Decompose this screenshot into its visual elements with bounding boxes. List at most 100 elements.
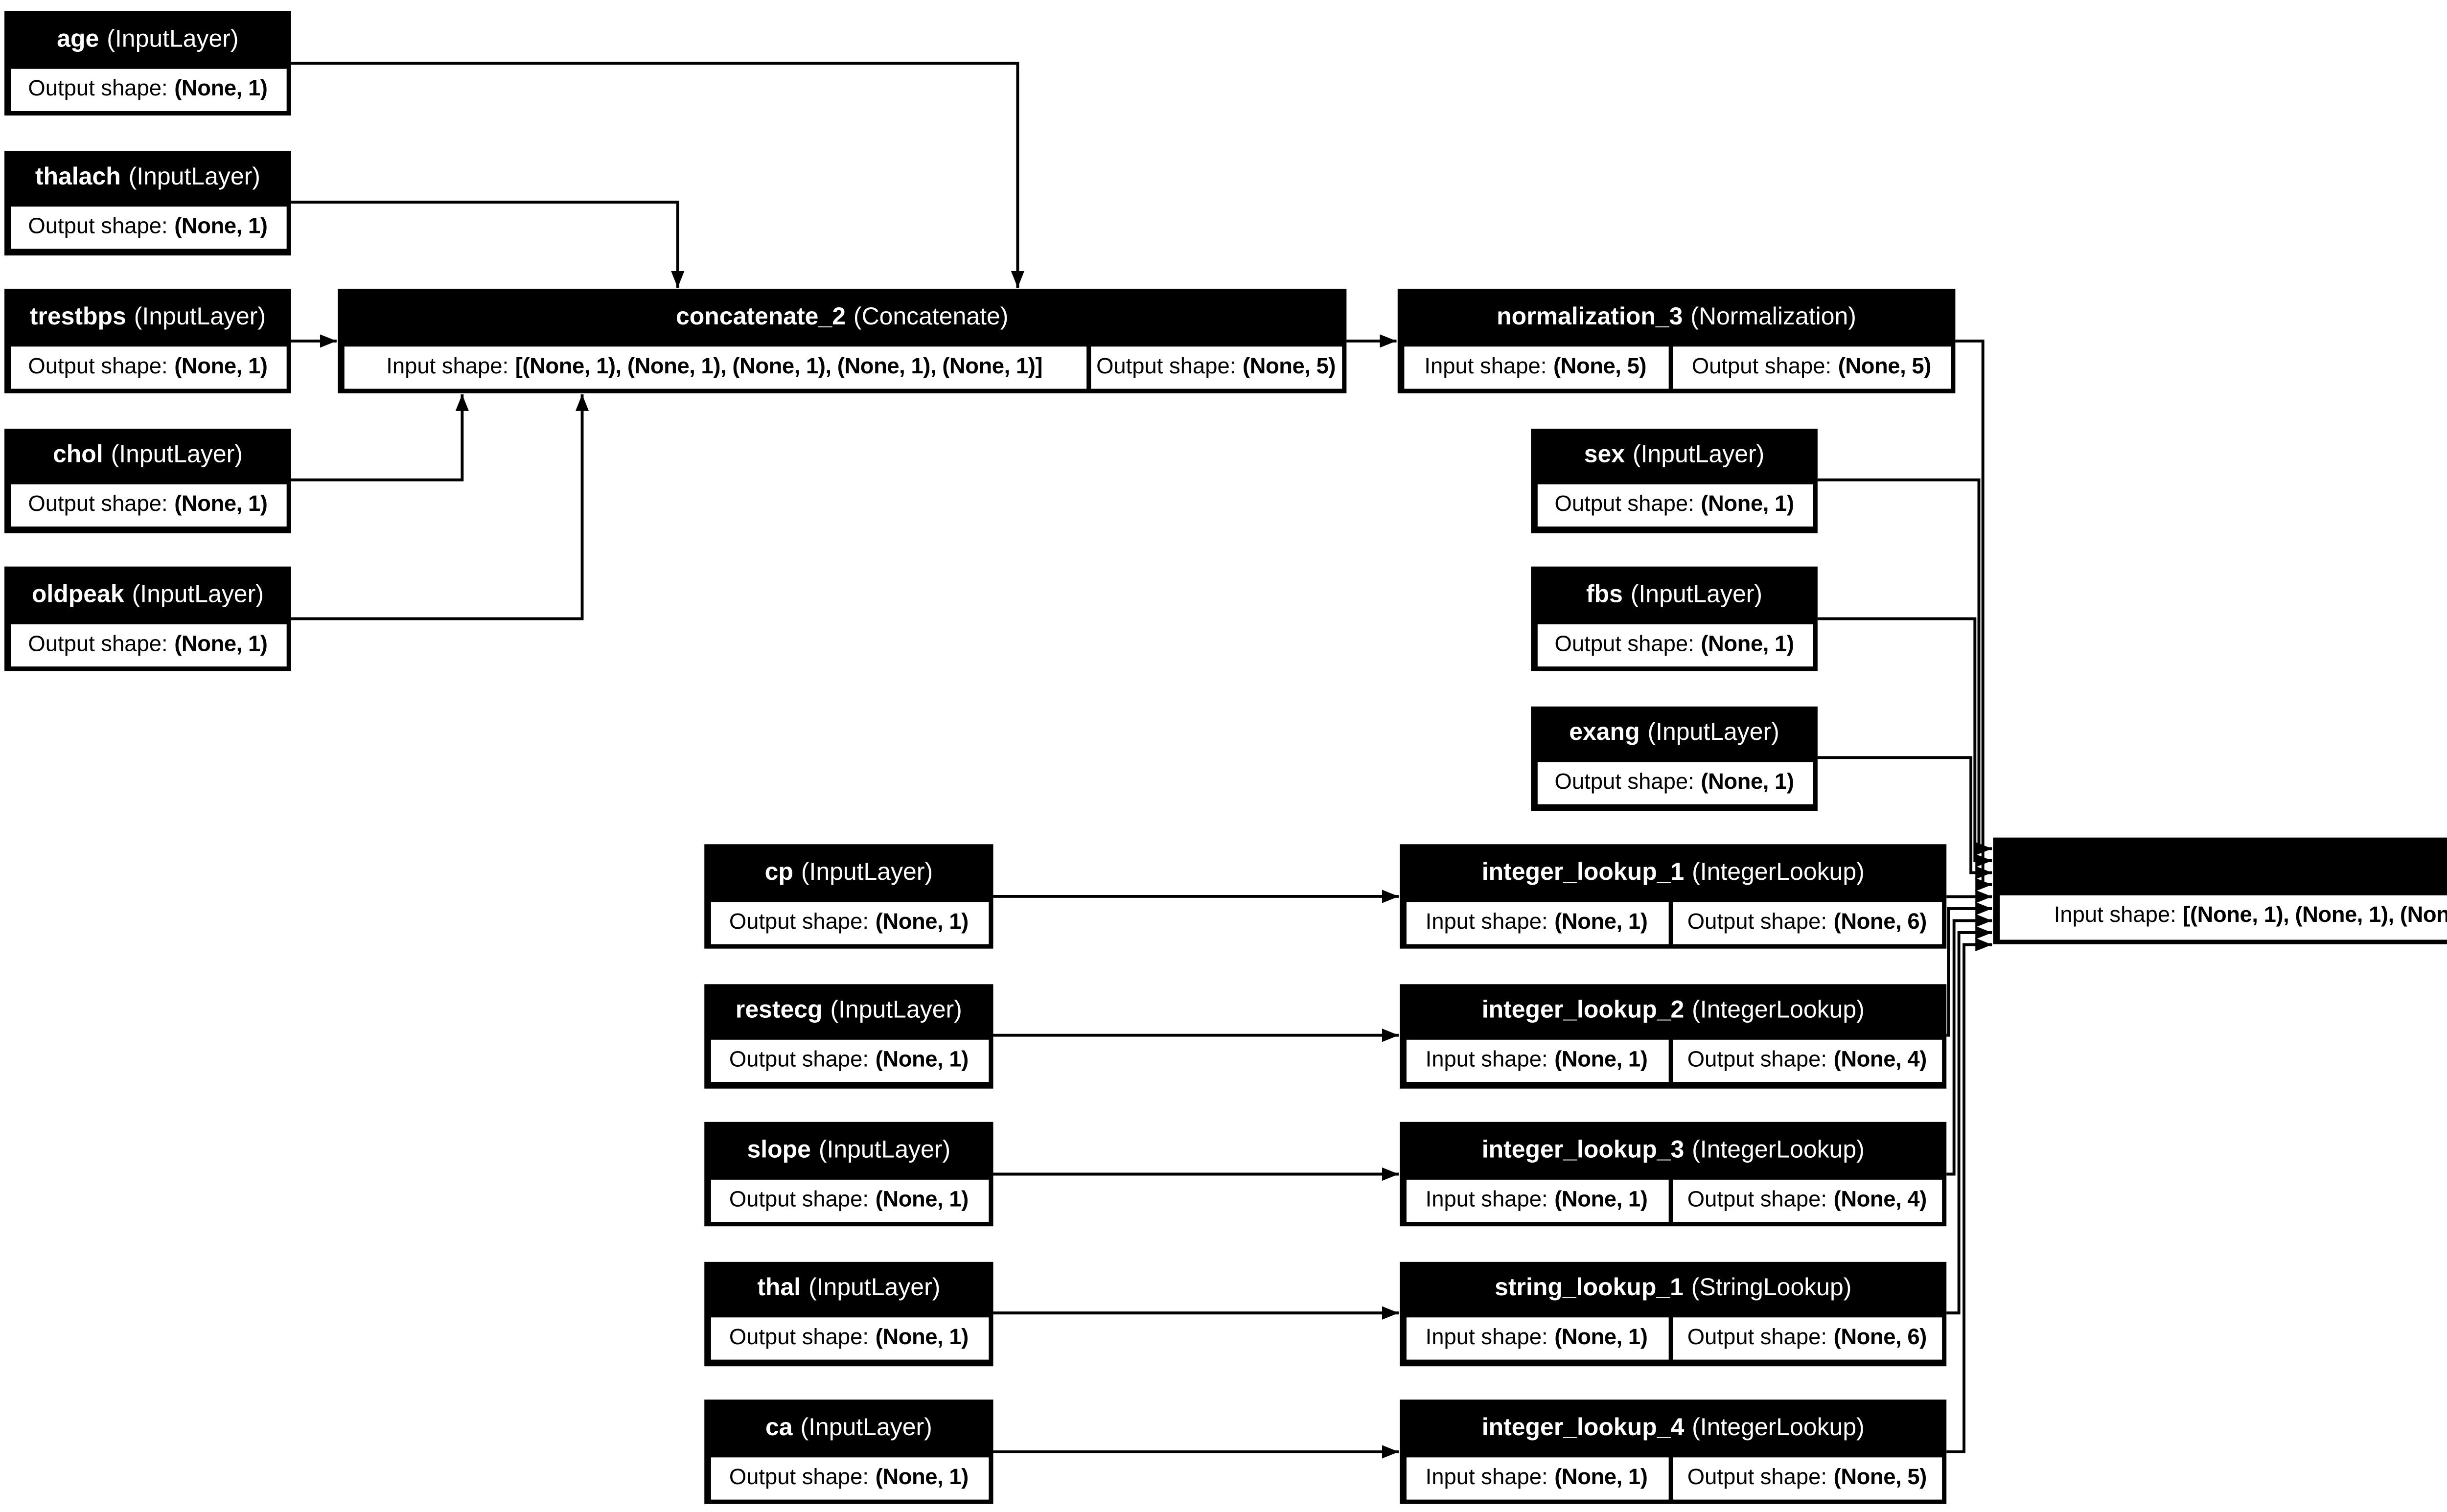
shape-label: Output shape: xyxy=(729,1326,869,1351)
output-shape-cell: Output shape:(None, 1) xyxy=(710,1039,988,1082)
layer-type: (IntegerLookup) xyxy=(1692,1414,1865,1442)
layer-name: string_lookup_1 xyxy=(1495,1276,1684,1303)
shape-value: (None, 6) xyxy=(1833,910,1927,935)
shape-cells-row: Output shape:(None, 1) xyxy=(10,68,286,110)
layer-name: trestbps xyxy=(29,303,126,331)
shape-label: Output shape: xyxy=(28,215,168,240)
output-shape-cell: Output shape:(None, 1) xyxy=(710,1456,988,1499)
layer-header: chol (InputLayer) xyxy=(10,428,285,484)
output-shape-cell: Output shape:(None, 1) xyxy=(10,623,286,665)
layer-header: trestbps(InputLayer) xyxy=(10,289,285,345)
output-shape-cell: Output shape:(None, 1) xyxy=(1536,623,1812,665)
output-shape-cell: Output shape: (None, 1) xyxy=(1536,762,1812,804)
shape-value: (None, 1) xyxy=(174,632,268,657)
layer-header: integer_lookup_1(IntegerLookup) xyxy=(1406,844,1941,901)
layer-node-ca: ca(InputLayer)Output shape:(None, 1) xyxy=(704,1399,993,1504)
layer-type: (InputLayer) xyxy=(808,1276,941,1303)
layer-node-chol: chol (InputLayer) Output shape:(None, 1) xyxy=(4,427,291,532)
layer-name: thal xyxy=(757,1276,801,1303)
shape-value: (None, 1) xyxy=(1554,1048,1648,1073)
shape-label: Output shape: xyxy=(729,910,869,935)
shape-label: Output shape: xyxy=(1554,771,1694,796)
shape-value: (None, 1) xyxy=(174,354,268,379)
shape-label: Output shape: xyxy=(28,632,168,657)
layer-node-integer_lookup_3: integer_lookup_3 (IntegerLookup) Input sha… xyxy=(1400,1122,1947,1227)
edge-string_lookup_1-to-concatenate_3 xyxy=(1946,926,1992,1315)
shape-value: (None, 1) xyxy=(1554,910,1648,935)
input-shape-cell: Input shape:(None, 1) xyxy=(1405,1178,1668,1221)
layer-header: sex(InputLayer) xyxy=(1537,428,1812,484)
layer-type: (InputLayer) xyxy=(111,442,243,470)
shape-label: Output shape: xyxy=(28,76,168,101)
layer-node-concatenate_2: concatenate_2(Concatenate)Input shape:[(… xyxy=(338,289,1347,393)
edge-thalach-to-concatenate_2 xyxy=(291,201,685,288)
layer-node-normalization_3: normalization_3(Normalization)Input shap… xyxy=(1397,289,1956,393)
layer-header: age(InputLayer) xyxy=(10,11,285,68)
layer-node-exang: exang(InputLayer)Output shape:(None, 1) xyxy=(1531,705,1818,810)
layer-node-age: age(InputLayer)Output shape:(None, 1) xyxy=(4,11,291,116)
layer-name: exang xyxy=(1569,720,1640,747)
output-shape-cell: Output shape:(None, 1) xyxy=(710,1178,988,1221)
shape-value: (None, 1) xyxy=(1554,1326,1648,1351)
layer-header: integer_lookup_4(IntegerLookup) xyxy=(1406,1399,1941,1456)
layer-node-thalach: thalach(InputLayer)Output shape:(None, 1… xyxy=(4,150,291,254)
shape-label: Output shape: xyxy=(1687,1048,1827,1073)
shape-label: Output shape: xyxy=(1096,354,1236,379)
shape-value: (None, 5) xyxy=(1242,354,1336,379)
shape-label: Input shape: xyxy=(1425,1326,1548,1351)
edge-integer_lookup_2-to-concatenate_3 xyxy=(1946,902,1992,1037)
input-shape-cell: Input shape:(None, 1) xyxy=(1405,901,1668,943)
shape-cells-row: Output shape:(None, 1) xyxy=(710,1178,988,1221)
output-shape-cell: Output shape:(None, 1) xyxy=(10,68,286,110)
layer-type: (InputLayer) xyxy=(1632,442,1765,470)
shape-label: Output shape: xyxy=(1691,354,1832,379)
output-shape-cell: Output shape:(None, 4) xyxy=(1673,1039,1941,1082)
shape-label: Input shape: xyxy=(1425,1187,1548,1212)
layer-name: integer_lookup_4 xyxy=(1481,1414,1685,1442)
layer-name: chol xyxy=(52,442,103,470)
output-shape-cell: Output shape:(None, 1) xyxy=(10,484,286,527)
shape-value: (None, 1) xyxy=(1701,771,1794,796)
edge-exang-to-concatenate_3 xyxy=(1817,756,1992,880)
shape-value: (None, 4) xyxy=(1833,1187,1927,1212)
layer-node-integer_lookup_1: integer_lookup_1(IntegerLookup)Input sha… xyxy=(1400,844,1947,949)
input-shape-cell: Input shape:(None, 1) xyxy=(1405,1317,1668,1360)
edge-integer_lookup_3-to-concatenate_3 xyxy=(1946,914,1992,1176)
input-shape-cell: Input shape:(None, 1) xyxy=(1405,1456,1668,1499)
shape-value: (None, 1) xyxy=(875,1326,969,1351)
layer-type: (StringLookup) xyxy=(1691,1276,1852,1303)
shape-value: (None, 1) xyxy=(1554,1187,1648,1212)
layer-node-fbs: fbs(InputLayer)Output shape:(None, 1) xyxy=(1531,566,1818,671)
output-shape-cell: Output shape:(None, 1) xyxy=(710,1317,988,1360)
edge-age-to-concatenate_2 xyxy=(291,62,1025,288)
input-shape-cell: Input shape:(None, 5) xyxy=(1403,345,1668,388)
layer-name: restecg xyxy=(735,998,823,1025)
layer-header: cp(InputLayer) xyxy=(710,844,988,901)
shape-label: Input shape: xyxy=(2054,904,2176,929)
edge-chol-to-concatenate_2 xyxy=(291,394,469,481)
shape-label: Output shape: xyxy=(729,1187,869,1212)
shape-value: (None, 5) xyxy=(1833,1465,1927,1490)
layer-node-trestbps: trestbps(InputLayer) Output shape:(None, … xyxy=(4,289,291,393)
shape-cells-row: Input shape:(None, 1)Output shape:(None,… xyxy=(1405,1456,1941,1499)
layer-header: integer_lookup_3 (IntegerLookup) xyxy=(1406,1122,1941,1179)
edge-normalization_3-to-concatenate_3 xyxy=(1955,339,1992,892)
layer-header: string_lookup_1 (StringLookup) xyxy=(1406,1261,1941,1318)
layer-type: (IntegerLookup) xyxy=(1692,1137,1865,1164)
shape-cells-row: Input shape:(None, 1)Output shape:(None,… xyxy=(1405,901,1941,943)
shape-value: (None, 1) xyxy=(875,1465,969,1490)
shape-label: Output shape: xyxy=(28,354,168,379)
layer-type: (Concatenate) xyxy=(853,303,1009,331)
shape-value: (None, 5) xyxy=(1838,354,1932,379)
output-shape-cell: Output shape:(None, 1) xyxy=(1536,484,1812,527)
shape-cells-row: Input shape:(None, 5) Output shape:(None,… xyxy=(1403,345,1950,388)
output-shape-cell: Output shape:(None, 1) xyxy=(10,206,286,249)
shape-cells-row: Output shape:(None, 1) xyxy=(710,1039,988,1082)
layer-header: concatenate_3(Concatenate) xyxy=(1999,838,2447,894)
layer-name: integer_lookup_3 xyxy=(1481,1137,1685,1164)
layer-name: concatenate_2 xyxy=(676,303,846,331)
layer-type: (InputLayer) xyxy=(818,1137,951,1164)
shape-cells-row: Input shape:[(None, 1), (None, 1), (None… xyxy=(1998,894,2447,939)
